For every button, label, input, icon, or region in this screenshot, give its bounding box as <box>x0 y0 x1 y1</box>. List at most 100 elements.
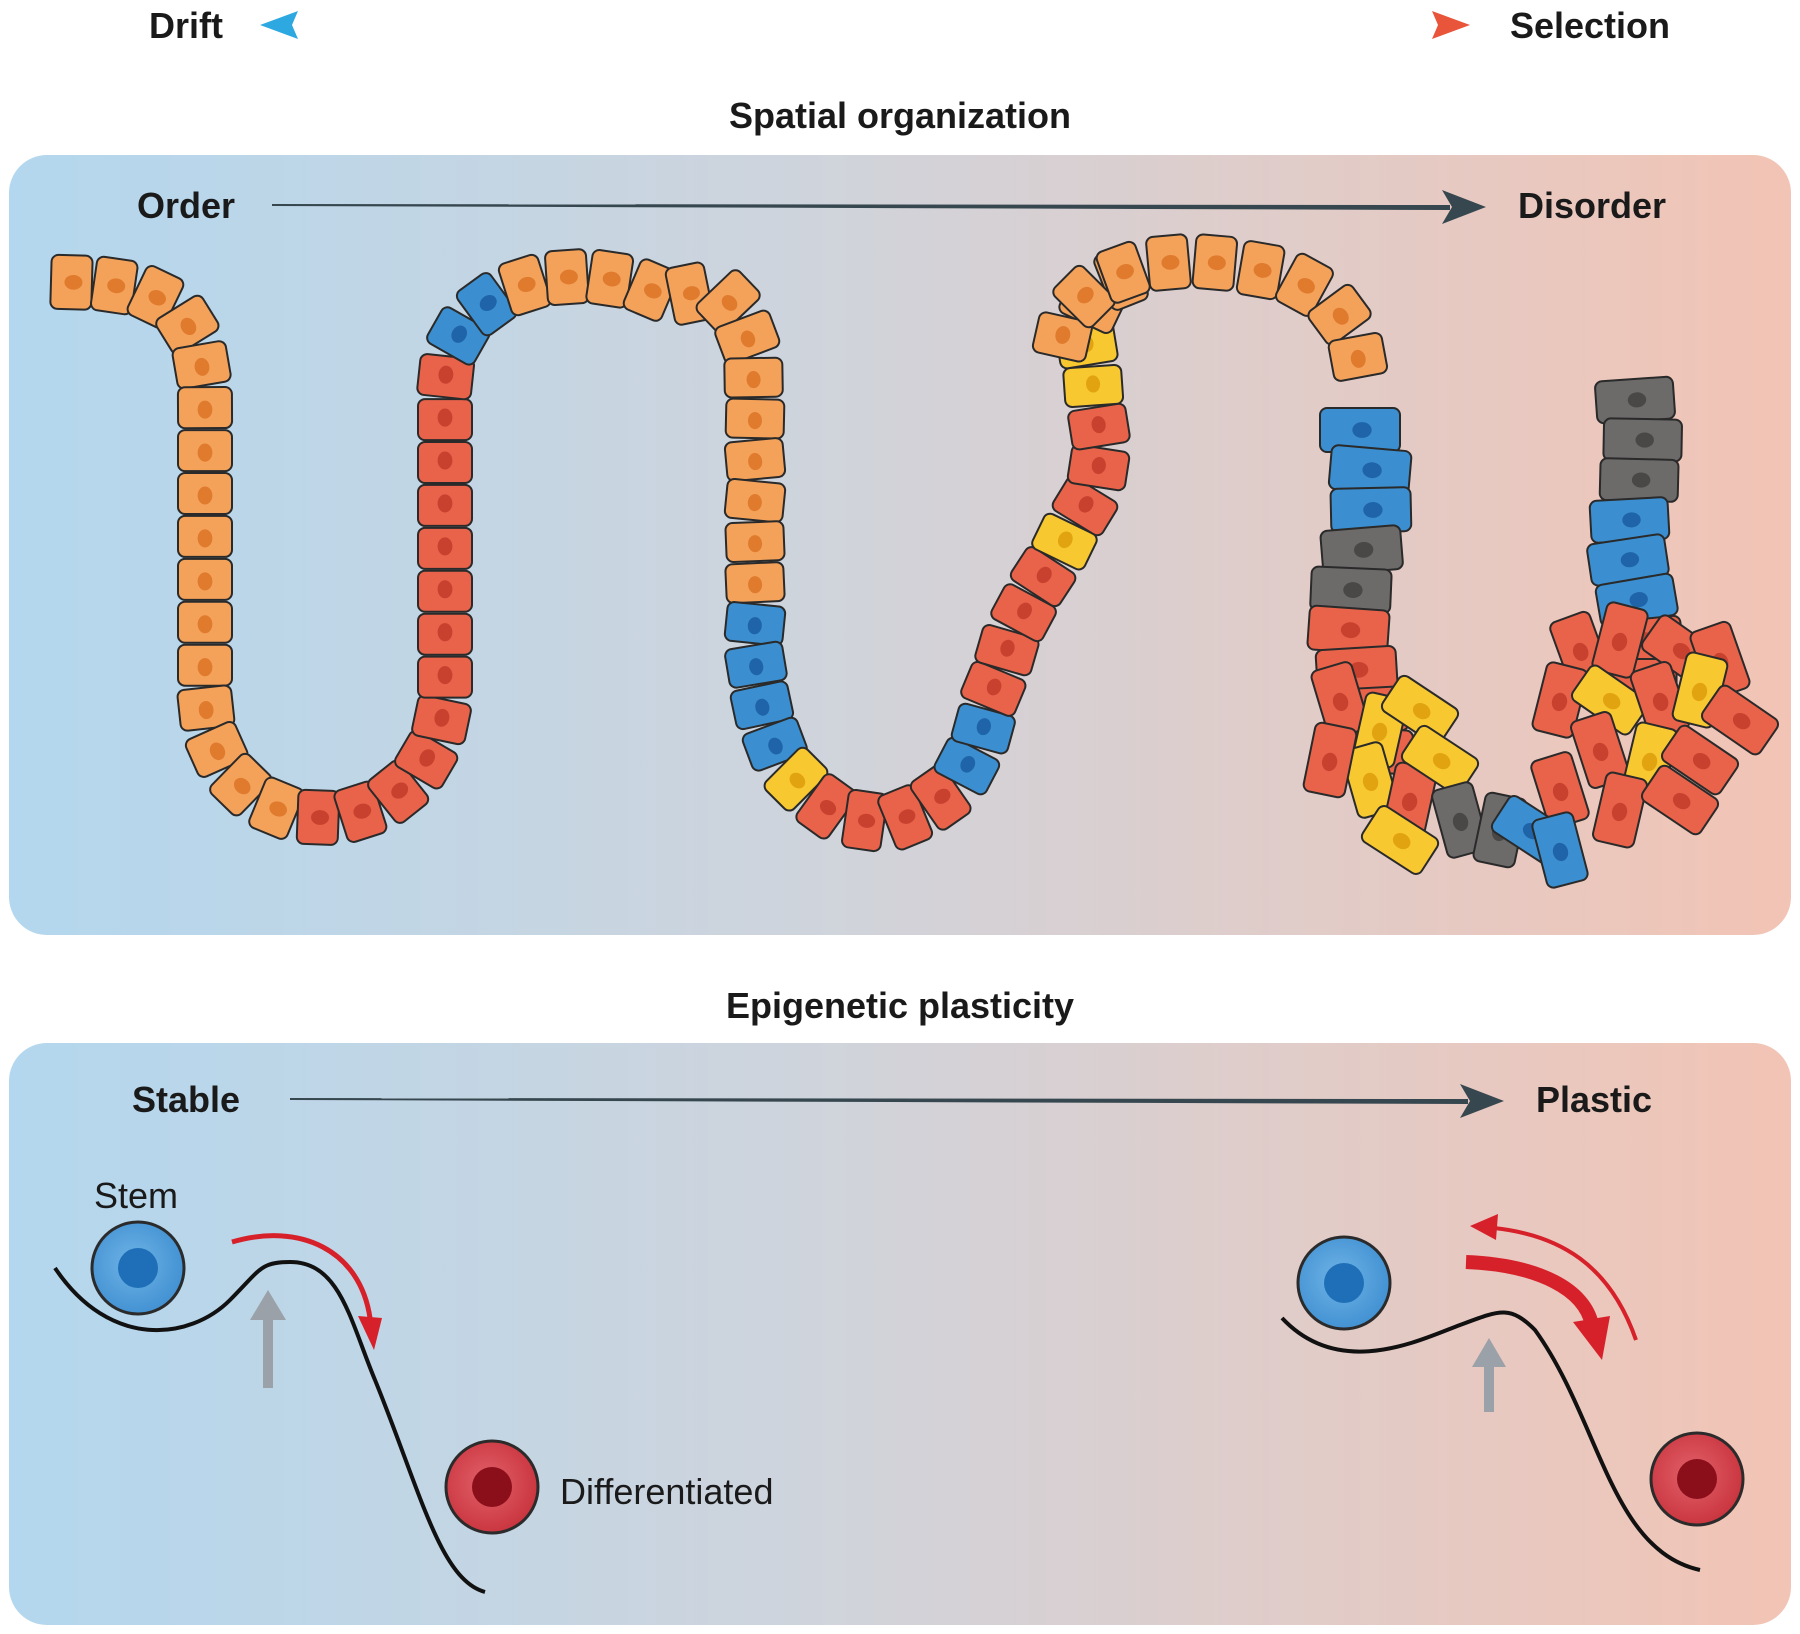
epithelial-cell-orange <box>1095 240 1151 304</box>
epithelial-cell-yellow <box>1340 741 1400 819</box>
epithelial-cell-orange <box>1307 283 1372 346</box>
epithelial-cell-red <box>909 764 972 831</box>
epithelial-cell-orange <box>724 561 786 605</box>
epithelial-cell-red <box>417 440 473 484</box>
epithelial-cell-orange <box>695 269 761 334</box>
spatial-title: Spatial organization <box>728 95 1072 136</box>
epithelial-cell-orange <box>177 600 233 644</box>
curved-arrow-icon <box>1470 1214 1638 1341</box>
epithelial-cell-red <box>417 569 473 613</box>
epithelial-cell-yellow <box>1031 512 1098 571</box>
epithelial-cell-orange <box>177 429 234 473</box>
epithelial-cell-orange <box>714 309 781 365</box>
epithelial-cell-orange <box>1031 311 1093 363</box>
epithelial-cell-blue <box>723 601 787 647</box>
curved-arrow-icon <box>1465 1255 1610 1360</box>
epithelial-cell-blue <box>1319 407 1401 453</box>
right-arrow-icon <box>272 190 1486 224</box>
epithelial-cell-red <box>1570 711 1630 789</box>
stem-cell-icon <box>90 1220 186 1316</box>
epithelial-cell-yellow <box>1571 664 1649 736</box>
barrier-arrow-icon <box>1472 1338 1506 1412</box>
epithelial-cell-orange <box>49 253 94 311</box>
epithelial-cell-red <box>1591 601 1649 679</box>
epithelial-cell-red <box>411 694 472 746</box>
epithelial-cell-blue <box>1329 486 1413 534</box>
differentiated-cell-icon <box>444 1439 540 1535</box>
epithelial-cell-red <box>417 483 473 527</box>
barrier-arrow-icon <box>250 1290 286 1388</box>
curved-arrow-icon <box>231 1233 382 1350</box>
epithelial-cell-yellow <box>1380 674 1460 746</box>
epithelial-cell-blue <box>950 702 1016 755</box>
epithelial-cell-red <box>1051 475 1119 537</box>
epithelial-cell-red <box>795 773 858 840</box>
epithelial-cell-red <box>1066 443 1131 492</box>
epithelial-cell-yellow <box>763 746 829 812</box>
epithelial-cell-orange <box>177 557 233 601</box>
epithelial-cell-red <box>1700 684 1780 756</box>
epithelial-cell-blue <box>729 680 795 731</box>
epithelial-cell-yellow <box>1360 805 1440 875</box>
epithelial-cell-red <box>1067 402 1131 451</box>
differentiated-label: Differentiated <box>560 1471 774 1512</box>
plasticity-panel <box>9 1043 1791 1625</box>
epithelial-cell-orange <box>622 258 680 322</box>
epithelial-cell-red <box>416 353 475 401</box>
epithelial-cell-red <box>417 526 473 570</box>
stem-cell-icon <box>1296 1235 1392 1331</box>
epithelial-cell-orange <box>497 253 552 317</box>
epithelial-cell-gray <box>1598 457 1680 503</box>
epithelial-cell-gray <box>1594 375 1676 425</box>
right-arrow-icon <box>290 1084 1504 1118</box>
epithelial-cell-orange <box>176 386 234 430</box>
epithelial-cell-orange <box>1191 233 1239 292</box>
epithelial-cell-orange <box>723 437 787 483</box>
epithelial-cell-blue <box>455 272 518 337</box>
epithelial-cell-red <box>1660 724 1740 796</box>
epithelial-cell-gray <box>1602 417 1683 463</box>
epithelial-cell-orange <box>585 249 635 309</box>
double-arrow-icon <box>260 11 1470 39</box>
epithelial-cell-orange <box>724 520 786 564</box>
epithelial-cell-orange <box>544 248 590 306</box>
cells-layer <box>49 233 1780 889</box>
epithelial-cell-blue <box>1588 496 1671 544</box>
epithelial-cell-orange <box>248 776 305 840</box>
epithelial-cell-orange <box>1145 233 1192 292</box>
epithelial-cell-orange <box>177 472 234 516</box>
epithelial-cell-orange <box>177 514 233 558</box>
stable-label: Stable <box>131 1079 241 1120</box>
epithelial-cell-orange <box>155 294 220 355</box>
epithelial-cell-gray <box>1431 781 1489 859</box>
epithelial-cell-orange <box>89 255 139 316</box>
epithelial-cell-red <box>417 398 473 442</box>
epithelial-cell-orange <box>723 356 784 399</box>
energy-landscape-plastic <box>1280 1310 1701 1572</box>
epithelial-cell-red <box>990 583 1057 643</box>
epithelial-cell-orange <box>1235 240 1286 301</box>
disorder-label: Disorder <box>1517 185 1667 226</box>
epithelial-cell-red <box>417 612 473 656</box>
epithelial-cell-orange <box>1327 331 1389 382</box>
epithelial-cell-red <box>1531 661 1589 739</box>
epithelial-cell-red <box>1009 546 1077 608</box>
stem-label: Stem <box>93 1175 179 1216</box>
epithelial-cell-gray <box>1309 565 1393 615</box>
epithelial-cell-blue <box>1531 811 1589 889</box>
epithelial-cell-yellow <box>1062 363 1125 408</box>
epithelial-cell-orange <box>171 340 232 390</box>
epithelial-cell-orange <box>176 684 236 732</box>
epithelial-cell-red <box>367 759 430 824</box>
epithelial-cell-orange <box>1052 264 1116 329</box>
epithelial-cell-red <box>974 624 1040 677</box>
drift-label: Drift <box>149 5 223 46</box>
epithelial-cell-red <box>841 788 889 853</box>
epithelial-cell-orange <box>723 478 787 524</box>
epithelial-cell-red <box>960 660 1027 717</box>
plastic-label: Plastic <box>1535 1079 1653 1120</box>
epithelial-cell-red <box>394 729 459 790</box>
order-label: Order <box>136 185 236 226</box>
epithelial-cell-blue <box>724 640 788 689</box>
